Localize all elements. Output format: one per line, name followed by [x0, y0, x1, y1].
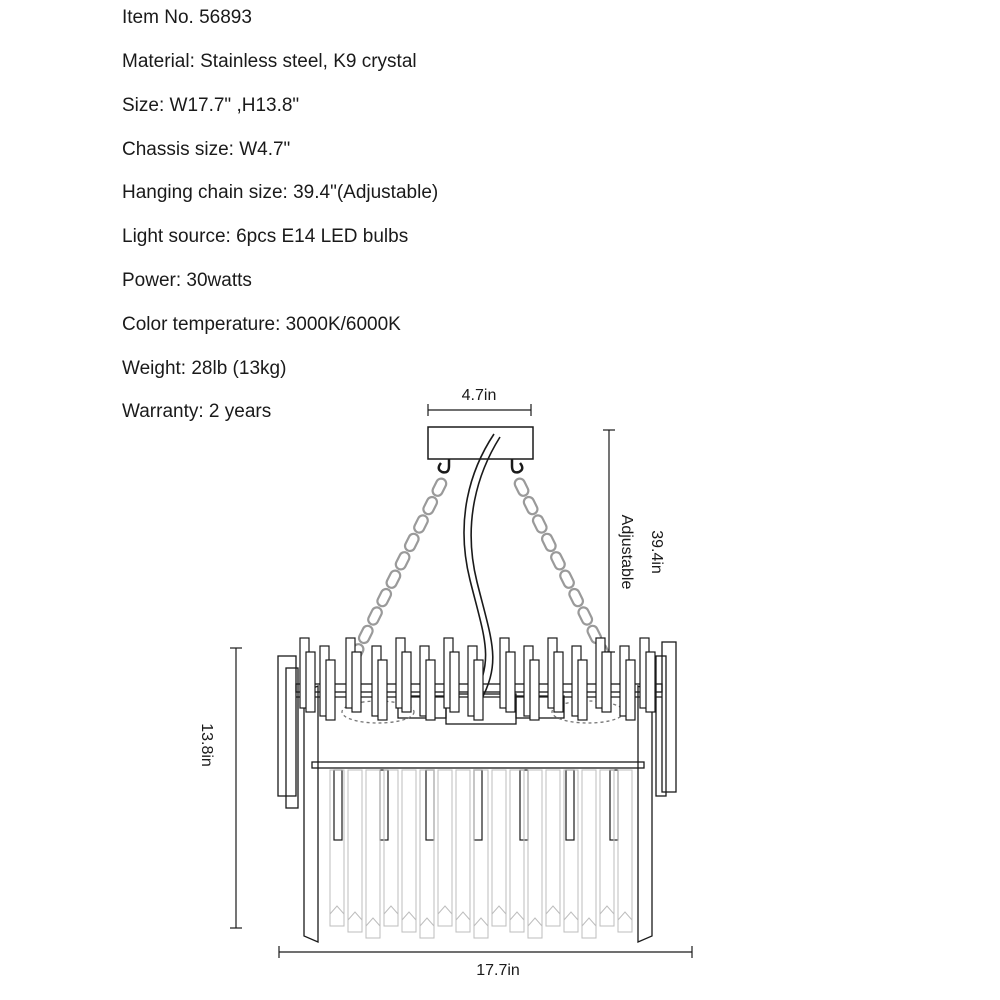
chain-adjustable-label: Adjustable: [618, 515, 635, 590]
spec-material: Material: Stainless steel, K9 crystal: [122, 51, 417, 72]
front-bar: [333, 769, 343, 841]
spec-chassis-size: Chassis size: W4.7": [122, 139, 291, 160]
spec-size: Size: W17.7" ,H13.8": [122, 95, 300, 116]
front-bar: [565, 769, 575, 841]
front-bar: [425, 769, 435, 841]
crystal-facet: [563, 911, 579, 921]
crystal-facet: [365, 917, 381, 927]
chain-link: [376, 587, 393, 608]
upper-decorative-bars: [299, 637, 656, 841]
spec-power: Power: 30watts: [122, 270, 252, 291]
crystal-facet: [419, 917, 435, 927]
crystal-prism: [329, 769, 345, 927]
crystal-facet: [599, 905, 615, 915]
chain-link: [367, 606, 383, 626]
chain-left: [348, 477, 448, 663]
decorative-bar: [473, 659, 484, 721]
width-label: 17.7in: [476, 962, 520, 979]
decorative-bar: [377, 659, 388, 721]
crystal-prism: [617, 769, 633, 933]
ceiling-canopy: [427, 426, 534, 460]
chain-link: [540, 532, 557, 553]
height-label: 13.8in: [198, 723, 215, 767]
crystal-facet: [455, 911, 471, 921]
crystal-prism: [563, 769, 579, 933]
decorative-bar: [425, 659, 436, 721]
chain-length-dimension: [603, 429, 615, 653]
chain-link: [403, 532, 420, 553]
crystal-prism: [599, 769, 615, 927]
decorative-bar: [505, 651, 516, 713]
crystal-prism: [401, 769, 417, 933]
decorative-bar: [351, 651, 362, 713]
crystal-facet: [527, 917, 543, 927]
crystal-prism: [473, 769, 489, 939]
width-dimension: [278, 946, 693, 958]
chain-link: [577, 606, 594, 626]
crystal-prism: [383, 769, 399, 927]
chain-link: [568, 587, 585, 608]
decorative-bar: [529, 659, 540, 721]
crystal-facet: [617, 911, 633, 921]
crystal-prism: [347, 769, 363, 933]
crystal-facet: [383, 905, 399, 915]
chain-length-label: 39.4in: [648, 530, 665, 574]
crystal-prism: [581, 769, 597, 939]
hook-right: [510, 459, 524, 474]
decorative-bar: [449, 651, 460, 713]
decorative-bar: [601, 651, 612, 713]
crystal-facet: [437, 905, 453, 915]
crystal-prism: [455, 769, 471, 933]
decorative-bar: [553, 651, 564, 713]
chain-link: [522, 495, 539, 516]
crystal-prism: [437, 769, 453, 927]
chassis-width-label: 4.7in: [462, 387, 497, 404]
decorative-bar: [325, 659, 336, 721]
decorative-bar: [645, 651, 656, 713]
crystal-prisms: [329, 769, 633, 939]
crystal-facet: [473, 917, 489, 927]
crystal-facet: [491, 905, 507, 915]
crystal-facet: [581, 917, 597, 927]
chassis-width-dimension: [427, 404, 532, 416]
spec-weight: Weight: 28lb (13kg): [122, 358, 287, 379]
spec-light-source: Light source: 6pcs E14 LED bulbs: [122, 226, 409, 247]
crystal-facet: [329, 905, 345, 915]
hook-left: [437, 459, 451, 474]
chain-link: [357, 624, 374, 645]
crystal-prism: [527, 769, 543, 939]
spec-warranty: Warranty: 2 years: [122, 401, 272, 422]
crystal-prism: [491, 769, 507, 927]
spec-item-number: Item No. 56893: [122, 7, 252, 28]
front-bar: [473, 769, 483, 841]
spec-color-temperature: Color temperature: 3000K/6000K: [122, 314, 401, 335]
chain-link: [531, 514, 548, 534]
chain-link: [513, 477, 530, 497]
chain-link: [431, 477, 448, 497]
chain-right: [513, 477, 612, 663]
decorative-bar: [625, 659, 636, 721]
crystal-facet: [347, 911, 363, 921]
chain-link: [394, 551, 411, 571]
crystal-facet: [509, 911, 525, 921]
chain-link: [550, 551, 566, 571]
decorative-bar: [305, 651, 316, 713]
decorative-bar: [401, 651, 412, 713]
height-dimension: [230, 647, 242, 929]
crystal-prism: [419, 769, 435, 939]
crystal-prism: [509, 769, 525, 933]
chain-link: [413, 514, 429, 534]
crystal-facet: [401, 911, 417, 921]
chain-link: [559, 569, 575, 589]
chain-link: [422, 495, 439, 516]
chain-link: [385, 569, 402, 589]
power-cable: [463, 433, 501, 703]
crystal-prism: [545, 769, 561, 927]
decorative-bar: [577, 659, 588, 721]
spec-hanging-chain: Hanging chain size: 39.4"(Adjustable): [122, 182, 439, 203]
crystal-facet: [545, 905, 561, 915]
crystal-prism: [365, 769, 381, 939]
